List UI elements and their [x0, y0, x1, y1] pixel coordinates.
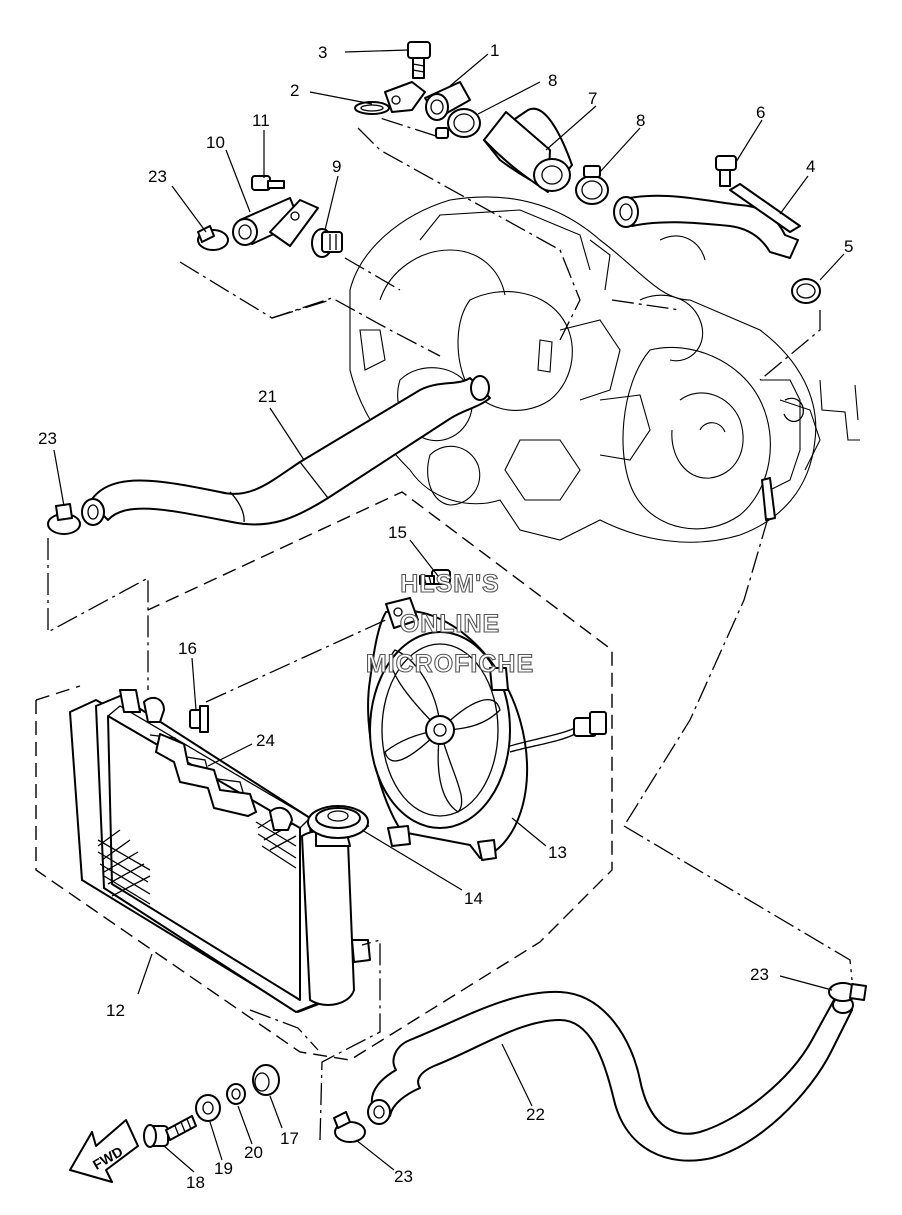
- callout-22: 22: [526, 1105, 545, 1124]
- fwd-arrow-icon: FWD: [69, 1119, 139, 1183]
- part-2-o-ring: [354, 81, 426, 115]
- leader-lines: [53, 49, 845, 1173]
- callout-18: 18: [186, 1173, 205, 1192]
- callout-4: 4: [806, 157, 815, 176]
- callout-23-c: 23: [750, 965, 769, 984]
- part-8-hose-clamp-b: [575, 165, 609, 205]
- part-8-hose-clamp-a: [435, 108, 481, 139]
- callout-23-d: 23: [394, 1167, 413, 1186]
- part-12-radiator: [69, 689, 371, 1013]
- part-9-thermostat: [311, 228, 343, 258]
- part-17-grommet: [252, 1064, 280, 1096]
- part-14-radiator-cap: [307, 805, 369, 839]
- part-19-collar: [195, 1094, 221, 1122]
- callout-6: 6: [756, 103, 765, 122]
- part-23-hose-clamp-b: [47, 503, 81, 535]
- part-7-hose: [483, 107, 573, 193]
- callout-19: 19: [214, 1159, 233, 1178]
- part-23-hose-clamp-d: [333, 1111, 366, 1143]
- callout-8-b: 8: [636, 111, 645, 130]
- callout-9: 9: [332, 157, 341, 176]
- part-16-clip: [189, 705, 209, 733]
- callout-7: 7: [588, 89, 597, 108]
- part-18-bolt: [143, 1115, 197, 1148]
- part-23-hose-clamp-a: [197, 225, 229, 251]
- part-5-o-ring: [791, 278, 821, 304]
- radiator-fins: [97, 813, 297, 905]
- watermark-line-3: MICROFICHE: [366, 650, 534, 678]
- part-24-bracket: [155, 733, 257, 817]
- callout-15: 15: [388, 523, 407, 542]
- part-3-bolt: [407, 41, 431, 79]
- callout-numbers: 3 1 2 8 7 8 6 4 5 11 10 9 23 21 23 15 16…: [38, 41, 853, 1192]
- callout-10: 10: [206, 133, 225, 152]
- watermark: HLSM'S ONLINE MICROFICHE: [365, 569, 534, 678]
- callout-12: 12: [106, 1001, 125, 1020]
- watermark-line-1: HLSM'S: [400, 570, 499, 598]
- part-23-hose-clamp-c: [828, 982, 867, 1002]
- callout-13: 13: [548, 843, 567, 862]
- part-13-fan-motor: [367, 597, 607, 861]
- part-10-hose-joint: [232, 197, 319, 247]
- callout-5: 5: [844, 237, 853, 256]
- callout-24: 24: [256, 731, 275, 750]
- part-1-hose-joint: [424, 81, 471, 121]
- callout-23-a: 23: [148, 167, 167, 186]
- reference-lines: [35, 117, 853, 1141]
- callout-16: 16: [178, 639, 197, 658]
- part-20-collar: [226, 1083, 246, 1105]
- watermark-line-2: ONLINE: [400, 610, 500, 638]
- callout-23-b: 23: [38, 429, 57, 448]
- callout-20: 20: [244, 1143, 263, 1162]
- engine-outline: [349, 196, 860, 543]
- callout-11: 11: [252, 111, 270, 130]
- callout-21: 21: [258, 387, 277, 406]
- callout-8-a: 8: [548, 71, 557, 90]
- callout-14: 14: [464, 889, 483, 908]
- callout-3: 3: [318, 43, 327, 62]
- part-15-bolt: [419, 569, 451, 585]
- callout-2: 2: [290, 81, 299, 100]
- part-6-bolt: [715, 155, 737, 187]
- part-21-radiator-hose: [81, 375, 491, 526]
- part-22-radiator-hose: [367, 990, 854, 1162]
- part-11-bolt: [251, 175, 285, 191]
- callout-17: 17: [280, 1129, 299, 1148]
- part-4-water-pipe: [613, 183, 801, 259]
- callout-1: 1: [490, 41, 499, 60]
